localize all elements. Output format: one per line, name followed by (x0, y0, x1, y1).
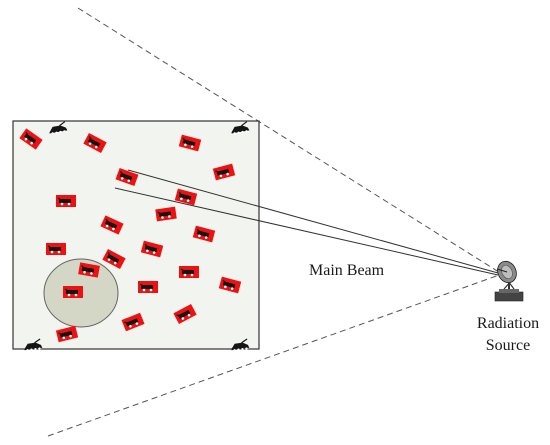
vehicle-target-icon (218, 276, 242, 294)
vehicle-target-icon (56, 195, 76, 207)
vehicle-target-icon (46, 243, 66, 255)
corner-vehicle-icon (24, 338, 43, 352)
vehicle-target-icon (138, 281, 158, 293)
vehicle-target-icon (55, 325, 79, 343)
vehicle-target-icon (100, 215, 124, 235)
vehicle-target-icon (192, 225, 216, 243)
vehicle-target-icon (83, 133, 107, 153)
vehicle-target-icon (179, 266, 199, 278)
vehicle-target-icon (19, 128, 43, 150)
vehicle-target-icon (115, 167, 139, 187)
vehicle-target-icon (212, 163, 236, 181)
main-beam-lower-line (114, 187, 499, 276)
main-beam-label: Main Beam (309, 262, 385, 279)
vehicle-target-icon (178, 134, 202, 152)
vehicle-target-icon (78, 262, 100, 278)
radiation-source-label-line2: Source (486, 337, 530, 354)
corner-vehicle-icon (231, 338, 250, 352)
main-beam-upper-line (127, 169, 499, 274)
vehicle-target-icon (155, 206, 177, 222)
fov-lower-boundary (47, 273, 503, 437)
corner-vehicle-icon (49, 121, 68, 135)
vehicle-target-icon (102, 249, 126, 269)
targets-group (19, 128, 242, 343)
vehicle-target-icon (63, 286, 83, 298)
vehicle-target-icon (173, 304, 197, 324)
vehicle-target-icon (174, 188, 198, 206)
corner-markers-group (24, 121, 250, 352)
fov-upper-boundary (77, 7, 503, 275)
vehicle-target-icon (140, 240, 164, 258)
vehicle-target-icon (121, 312, 145, 332)
radar-antenna-icon (494, 260, 524, 302)
corner-vehicle-icon (231, 121, 250, 135)
radiation-source-label-line1: Radiation (477, 315, 539, 332)
